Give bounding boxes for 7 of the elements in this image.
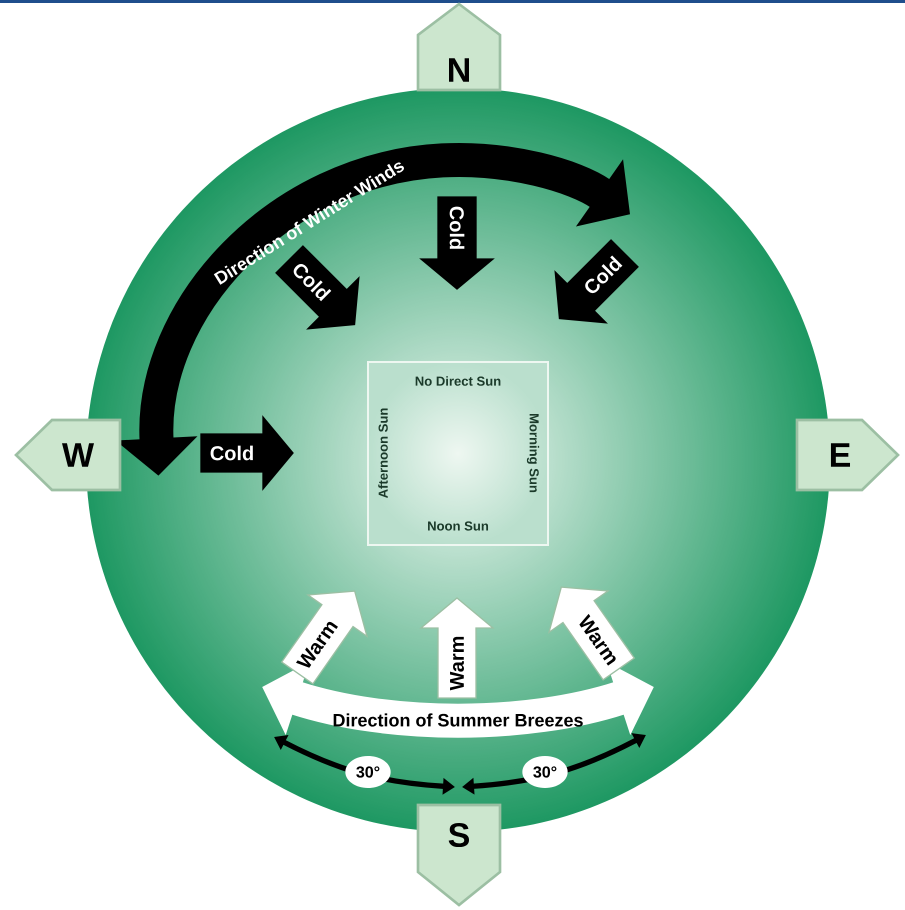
angle-label: 30°: [522, 756, 568, 788]
house-square: No Direct Sun Afternoon Sun Morning Sun Noon Sun: [367, 361, 549, 546]
angle-label: 30°: [345, 756, 391, 788]
node-label: Direction of Summer Breezes: [334, 713, 583, 727]
compass-pointer: N: [416, 2, 502, 92]
compass-pointer: S: [416, 804, 502, 907]
compass-pointer: E: [796, 418, 900, 492]
